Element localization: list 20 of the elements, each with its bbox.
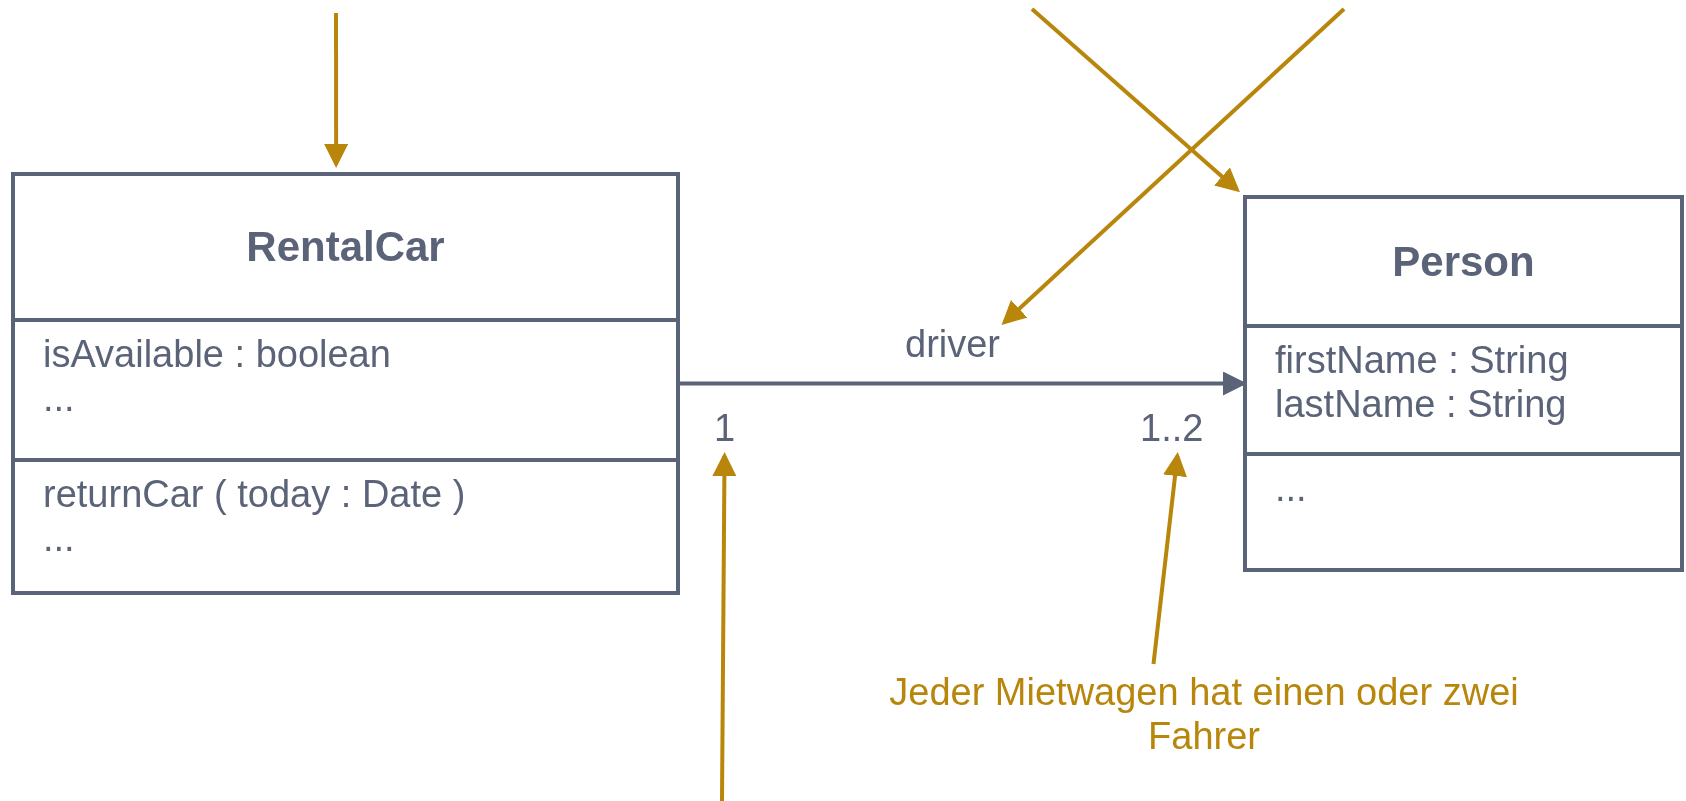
attribute-line: ... [43,376,75,420]
multiplicity-label: 1 [714,406,736,450]
method-line: ... [43,516,75,560]
method-line: ... [1275,466,1307,510]
annotation-arrow [712,452,737,801]
class-box [11,172,680,595]
annotation-arrow [324,13,349,168]
role-name: driver [905,322,1001,366]
class-name: RentalCar [246,225,445,269]
attribute-line: firstName : String [1275,338,1569,382]
multiplicity-label: 1..2 [1140,406,1204,450]
annotation-arrow [1151,452,1187,665]
method-line: returnCar ( today : Date ) [43,472,466,516]
annotation-note: Jeder Mietwagen hat einen oder zwei Fahrer [884,670,1524,758]
annotation-arrow [1030,7,1240,193]
attribute-line: isAvailable : boolean [43,332,391,376]
class-box [1243,195,1684,572]
attribute-line: lastName : String [1275,382,1567,426]
class-name: Person [1392,239,1535,284]
annotation-arrow [1001,7,1346,326]
